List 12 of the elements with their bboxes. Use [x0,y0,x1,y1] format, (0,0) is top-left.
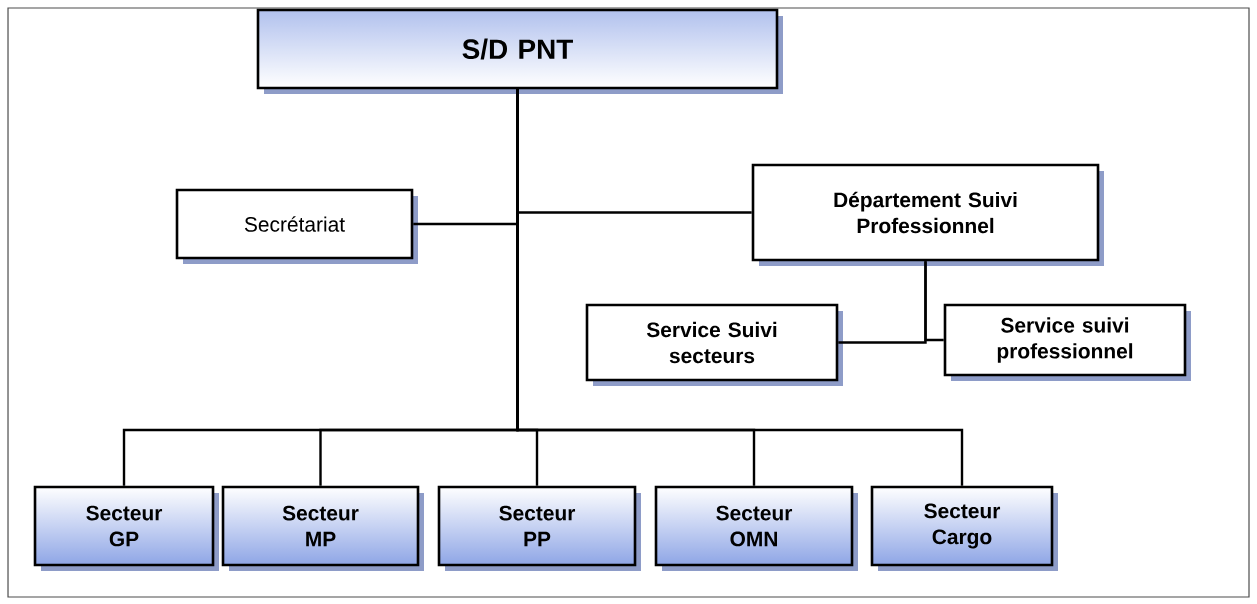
org-box: Secteur OMN [654,485,858,571]
org-box: Secteur GP [33,485,219,571]
org-box: Service Suivi secteurs [585,303,843,386]
org-box: Secteur MP [221,485,424,571]
title-box: S/D PNT [256,8,783,94]
org-box: Département Suivi Professionnel [751,163,1104,266]
org-box: Service suivi professionnel [943,303,1191,381]
org-box: Secteur PP [437,485,641,571]
org-box: Secrétariat [175,188,418,264]
connector-line [924,261,944,342]
org-box: Secteur Cargo [870,485,1058,571]
connector-line [516,89,964,486]
